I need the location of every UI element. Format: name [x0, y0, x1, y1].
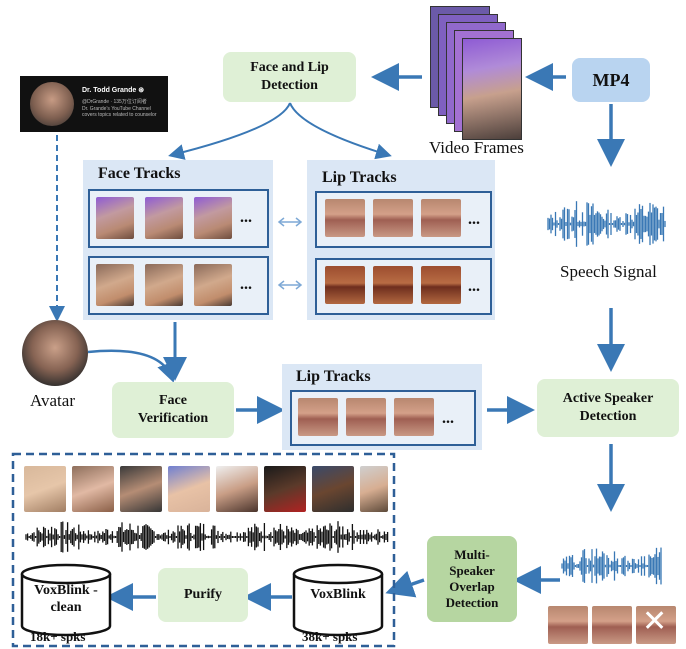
mp4-box: MP4	[572, 58, 650, 102]
avatar-label: Avatar	[30, 391, 75, 410]
channel-name: Dr. Todd Grande ⊛	[82, 87, 145, 94]
overlap-lip-thumbs: ✕	[548, 604, 684, 646]
ellipsis: ...	[240, 209, 252, 226]
channel-handle: @DrGrande · 135万位订阅者	[82, 99, 147, 105]
channel-card: Dr. Todd Grande ⊛ @DrGrande · 135万位订阅者 D…	[20, 76, 168, 132]
ellipsis: ...	[240, 276, 252, 293]
avatar-image	[22, 320, 88, 386]
speech-signal-label: Speech Signal	[560, 262, 657, 281]
overlap-waveform	[561, 547, 662, 585]
arrow-avatar-to-verification	[87, 349, 177, 383]
ellipsis: ...	[442, 410, 454, 427]
arrow-detection-to-lip-tracks	[289, 102, 392, 160]
speaker-faces-row	[24, 466, 388, 514]
lip-track-row-1: ...	[315, 191, 492, 248]
channel-avatar	[30, 82, 74, 126]
speech-waveform	[547, 201, 666, 247]
link-face-lip-row1	[277, 217, 303, 227]
face-track-row-1: ...	[88, 189, 269, 248]
lip-track-mid-row: ...	[290, 390, 476, 446]
video-frames-label: Video Frames	[429, 138, 524, 157]
ellipsis: ...	[468, 278, 480, 295]
video-frames-stack	[430, 6, 522, 140]
face-tracks-title: Face Tracks	[98, 165, 181, 182]
lip-tracks-mid-title: Lip Tracks	[296, 368, 371, 385]
face-verification-label: Face Verification	[137, 393, 209, 426]
ellipsis: ...	[468, 211, 480, 228]
video-frame-front	[462, 38, 522, 140]
voxblink-cylinder	[292, 563, 384, 637]
link-face-lip-row2	[277, 280, 303, 290]
purify-label: Purify	[183, 587, 223, 602]
mp4-label: MP4	[592, 69, 630, 90]
active-speaker-detection-label: Active Speaker Detection	[562, 391, 654, 424]
voxblink-clean-label: VoxBlink -clean	[34, 583, 98, 615]
arrow-detection-to-face-tracks	[168, 102, 291, 160]
lip-tracks-title: Lip Tracks	[322, 169, 397, 186]
lip-track-row-2: ...	[315, 258, 492, 315]
reject-x-icon: ✕	[642, 604, 668, 639]
voxblink-clean-cylinder	[20, 563, 112, 637]
voxblink-count: 38k+ spks	[302, 629, 358, 644]
active-speaker-detection-box: Active Speaker Detection	[537, 379, 679, 437]
dataset-waveform	[25, 521, 389, 553]
face-lip-detection-box: Face and Lip Detection	[223, 52, 356, 102]
face-verification-box: Face Verification	[112, 382, 234, 438]
overlap-detection-label: Multi-Speaker Overlap Detection	[445, 547, 499, 610]
voxblink-clean-count: 18k+ spks	[30, 629, 86, 644]
channel-desc: Dr. Grande's YouTube Channel covers topi…	[82, 106, 157, 118]
purify-box: Purify	[158, 568, 248, 622]
arrow-overlap-to-voxblink	[385, 570, 425, 598]
face-track-row-2: ...	[88, 256, 269, 315]
overlap-detection-box: Multi-Speaker Overlap Detection	[427, 536, 517, 622]
face-lip-detection-label: Face and Lip Detection	[250, 60, 329, 93]
voxblink-label: VoxBlink	[310, 587, 366, 602]
